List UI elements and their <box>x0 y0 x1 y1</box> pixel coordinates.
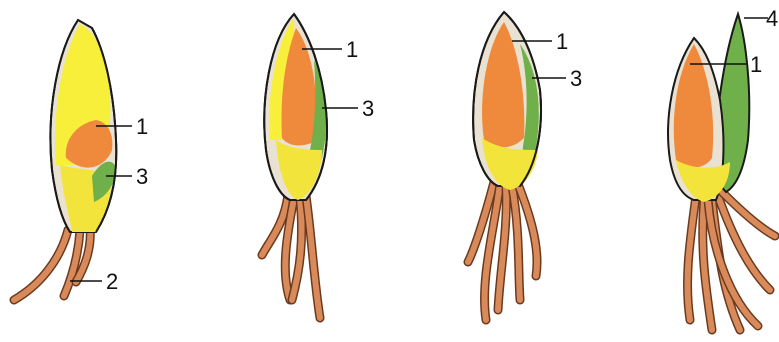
stage-3-roots <box>468 182 537 320</box>
stage-4-label-4: 4 <box>766 6 778 31</box>
stage-3-label-3: 3 <box>570 66 582 91</box>
stage-2-seed <box>262 14 327 318</box>
stage-1-label-3: 3 <box>136 164 148 189</box>
stage-3-seed <box>468 12 541 320</box>
stage-1-label-2: 2 <box>106 269 118 294</box>
stage-4-roots <box>688 192 775 330</box>
stage-1-seed <box>14 20 116 300</box>
stage-1-label-1: 1 <box>136 114 148 139</box>
stage-2-label-3: 3 <box>362 96 374 121</box>
stage-2-label-1: 1 <box>346 37 358 62</box>
stage-3-label-1: 1 <box>556 29 568 54</box>
stage-4-label-1: 1 <box>750 52 762 77</box>
stage-1-roots <box>14 226 90 300</box>
stage-2-roots <box>262 195 320 318</box>
